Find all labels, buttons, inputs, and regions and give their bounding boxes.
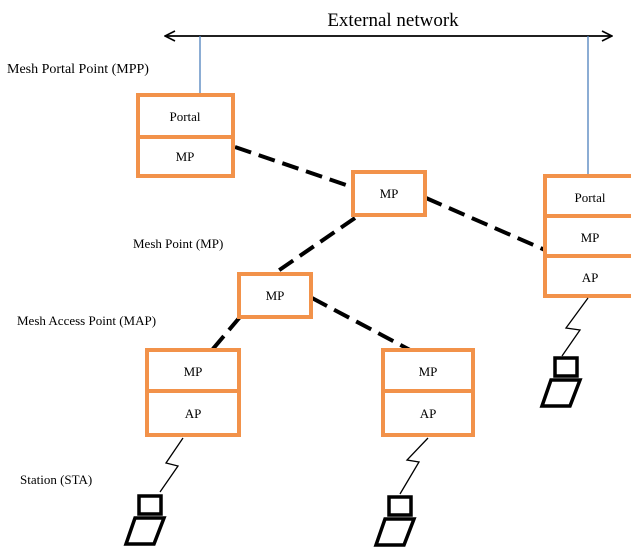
mesh-link-mid-left — [210, 315, 242, 352]
mpp-node: Portal MP — [136, 93, 235, 178]
right-map-node: Portal MP AP — [543, 174, 631, 298]
right-portal-label: Portal — [574, 190, 605, 205]
wireless-links — [159, 297, 589, 495]
right-mp-label: MP — [581, 230, 600, 245]
lightning-link-icon — [159, 437, 184, 493]
mid-mp-label: MP — [266, 288, 285, 303]
mesh-link-mpp-center — [234, 145, 353, 189]
external-network-label: External network — [327, 10, 459, 31]
external-network-bus: External network — [165, 10, 612, 36]
mid-mp-node: MP — [237, 272, 313, 319]
left-mp-label: MP — [184, 364, 203, 379]
mpp-mp-label: MP — [176, 149, 195, 164]
mesh-links — [210, 145, 546, 352]
laptop-icon — [123, 494, 167, 546]
center-map-ap-label: AP — [420, 406, 437, 421]
label-mpp: Mesh Portal Point (MPP) — [7, 62, 149, 77]
lightning-link-icon — [399, 437, 429, 495]
label-map: Mesh Access Point (MAP) — [17, 313, 156, 328]
left-map-node: MP AP — [145, 348, 241, 437]
center-map-mp-label: MP — [419, 364, 438, 379]
left-ap-label: AP — [185, 406, 202, 421]
right-ap-label: AP — [582, 270, 599, 285]
lightning-link-icon — [561, 297, 589, 357]
label-mp: Mesh Point (MP) — [133, 236, 223, 251]
center-mp-label: MP — [380, 186, 399, 201]
center-map-node: MP AP — [381, 348, 475, 437]
mesh-link-center-mid — [273, 216, 357, 275]
mesh-link-mid-center-map — [311, 296, 411, 352]
mesh-link-center-right — [425, 196, 546, 252]
label-sta: Station (STA) — [20, 472, 92, 487]
mpp-portal-label: Portal — [169, 109, 200, 124]
laptop-icon — [539, 356, 583, 408]
center-mp-node: MP — [351, 170, 427, 217]
laptop-icon — [373, 495, 417, 547]
